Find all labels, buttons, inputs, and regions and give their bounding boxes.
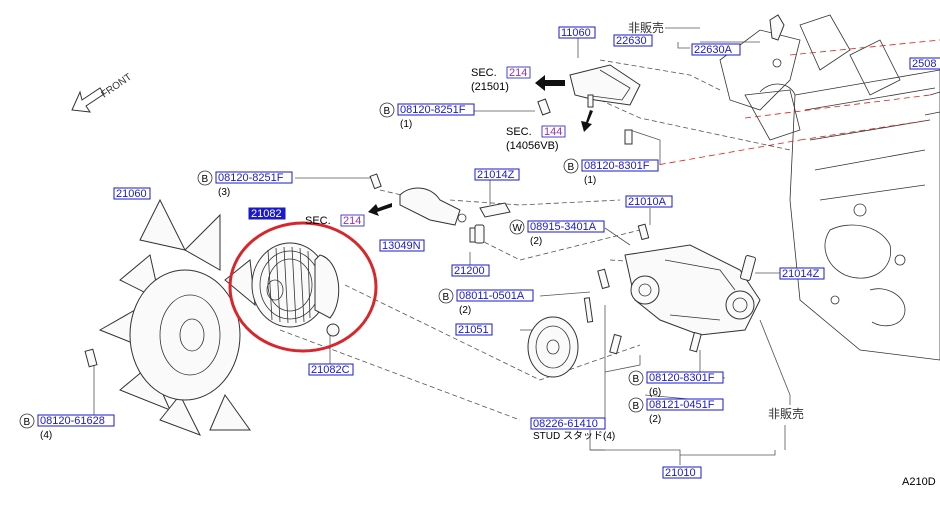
- callout-qty: (3): [218, 187, 230, 198]
- callout-prefix: B: [633, 374, 640, 385]
- sec-sub: (14056VB): [506, 140, 559, 152]
- callout-21082[interactable]: 21082: [248, 207, 286, 220]
- bolt-callout-08120-8301F-top[interactable]: B 08120-8301F (1): [563, 158, 659, 186]
- callout-label: 13049N: [382, 240, 421, 252]
- callout-08226-61410[interactable]: 08226-61410: [530, 417, 606, 430]
- leader-lines: [93, 27, 791, 465]
- sec-label: SEC.: [305, 215, 331, 227]
- sec-ref-144[interactable]: SEC. 144 (14056VB): [506, 125, 566, 152]
- fan-clutch: [251, 242, 340, 337]
- pump-pulley: [527, 297, 594, 378]
- callout-label: 21082: [251, 208, 282, 220]
- callout-label: 21014Z: [782, 268, 820, 280]
- callout-prefix: B: [24, 417, 31, 428]
- callout-label: 08915-3401A: [530, 221, 597, 233]
- callout-prefix: B: [443, 292, 450, 303]
- callout-label: 08226-61410: [533, 418, 598, 430]
- sec-sub: (21501): [471, 81, 509, 93]
- callout-label: 21051: [458, 324, 489, 336]
- water-pump: [597, 223, 761, 355]
- callout-label: 21060: [116, 188, 147, 200]
- cooling-fan: [98, 198, 256, 436]
- callout-13049N[interactable]: 13049N: [379, 239, 425, 252]
- not-for-sale-top: 非販売: [628, 20, 664, 35]
- sec-label: SEC.: [471, 67, 497, 79]
- callout-qty: (2): [459, 305, 471, 316]
- callout-label: 21014Z: [477, 169, 515, 181]
- callout-21014Z-top[interactable]: 21014Z: [474, 168, 520, 181]
- callout-label: 22630A: [694, 44, 733, 56]
- washer-callout-08915-3401A[interactable]: W 08915-3401A (2): [509, 219, 605, 247]
- bolt-callout-08120-8251F-mid[interactable]: B 08120-8251F (3): [197, 170, 293, 198]
- callout-label: 08120-8251F: [400, 104, 466, 116]
- engine-block: [719, 14, 940, 361]
- fan-bolt: [84, 348, 98, 368]
- callout-label: 21082C: [311, 364, 350, 376]
- callout-prefix: B: [568, 162, 575, 173]
- not-for-sale-bottom: 非販売: [768, 406, 804, 421]
- callout-label: 08120-8301F: [649, 372, 715, 384]
- thermostat-parts: [474, 202, 511, 244]
- stud-text: STUD スタッド(4): [533, 430, 615, 442]
- callout-label: 11060: [561, 27, 591, 39]
- callout-label: 08121-0451F: [649, 399, 715, 411]
- callout-qty: (2): [649, 414, 661, 425]
- callout-22630A[interactable]: 22630A: [691, 43, 741, 56]
- bolt-callout-08120-8251F-top[interactable]: B 08120-8251F (1): [379, 102, 475, 130]
- front-indicator: FRONT: [71, 72, 134, 113]
- callout-qty: (4): [40, 430, 52, 441]
- callout-label: 08120-61628: [40, 415, 105, 427]
- callout-label: 21010A: [628, 196, 667, 208]
- engine-outline-dash: [639, 39, 940, 169]
- bolt-callout-08011-0501A[interactable]: B 08011-0501A (2): [438, 288, 534, 316]
- callout-21082C[interactable]: 21082C: [308, 363, 354, 376]
- callout-qty: (6): [649, 387, 661, 398]
- assembly-lines: [279, 59, 791, 421]
- callout-2508[interactable]: 2508: [909, 57, 940, 70]
- sec-ref-214-mid[interactable]: SEC. 214: [305, 214, 365, 227]
- callout-label: 22630: [616, 35, 647, 47]
- sec-ref-214-top[interactable]: SEC. 214 (21501): [471, 66, 531, 93]
- callout-label: 08011-0501A: [459, 290, 525, 302]
- sec-number: 214: [509, 67, 527, 79]
- callout-label: 21010: [665, 467, 696, 479]
- callout-qty: (2): [530, 236, 542, 247]
- callout-label: 21200: [454, 265, 485, 277]
- bolt-callout-08120-61628[interactable]: B 08120-61628 (4): [19, 413, 115, 441]
- callout-21200[interactable]: 21200: [451, 264, 490, 277]
- callout-label: 08120-8301F: [584, 160, 650, 172]
- callout-21014Z-right[interactable]: 21014Z: [779, 267, 825, 280]
- callout-21010A[interactable]: 21010A: [625, 195, 673, 208]
- callout-22630[interactable]: 22630: [613, 34, 653, 47]
- callout-prefix: W: [513, 223, 523, 234]
- callout-prefix: B: [202, 174, 209, 185]
- callout-21060[interactable]: 21060: [113, 187, 151, 200]
- callout-prefix: B: [633, 401, 640, 412]
- bolt-callout-08121-0451F[interactable]: B 08121-0451F (2): [628, 397, 724, 425]
- callout-qty: (1): [584, 175, 596, 186]
- callout-prefix: B: [384, 106, 391, 117]
- callout-label: 08120-8251F: [218, 172, 284, 184]
- sec-label: SEC.: [506, 126, 532, 138]
- sec-number: 214: [343, 215, 361, 227]
- front-label: FRONT: [99, 72, 134, 101]
- callout-qty: (1): [400, 119, 412, 130]
- water-outlet: [537, 14, 785, 145]
- highlight-circle: [228, 221, 378, 353]
- callout-label: 2508: [912, 58, 936, 70]
- direction-arrows: [368, 75, 593, 216]
- sec-number: 144: [544, 126, 562, 138]
- callout-11060[interactable]: 11060: [558, 26, 596, 39]
- bolt-callout-08120-8301F-bot[interactable]: B 08120-8301F (6): [628, 370, 724, 398]
- corner-code: A210D: [902, 476, 936, 488]
- callout-21010[interactable]: 21010: [662, 466, 702, 479]
- callout-21051[interactable]: 21051: [455, 323, 493, 336]
